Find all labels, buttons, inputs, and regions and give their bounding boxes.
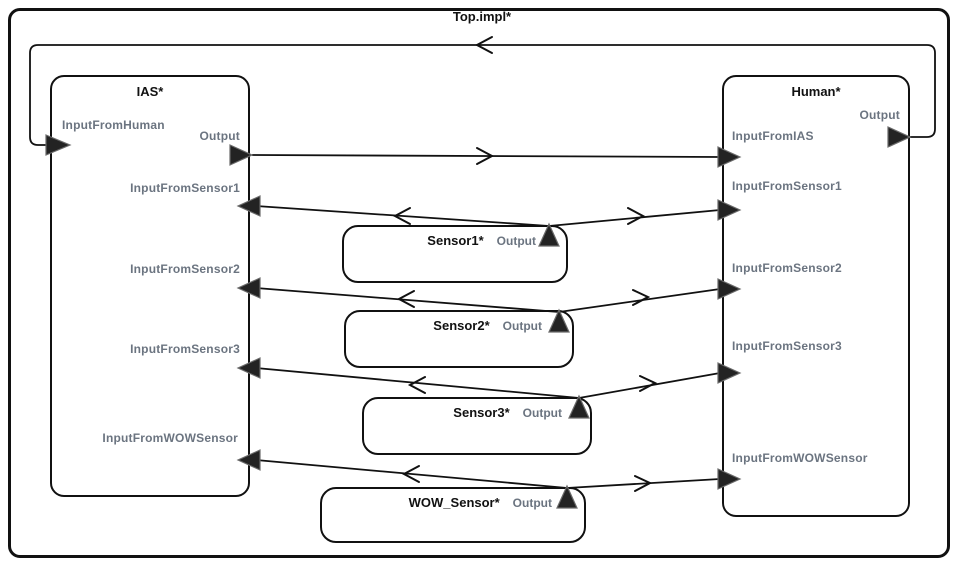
ias-input-from-sensor1-port-icon[interactable]: [236, 195, 261, 217]
sensor3-output-port-icon[interactable]: [568, 394, 590, 419]
arrow-left-icon: [474, 36, 493, 54]
ias-input-from-wow-sensor-port-icon[interactable]: [236, 449, 261, 471]
wow-sensor-title: WOW_Sensor*: [408, 495, 500, 510]
human-port-label-input-from-sensor1: InputFromSensor1: [732, 179, 842, 193]
arrow-right-icon: [632, 289, 651, 306]
wow-sensor-output-port-icon[interactable]: [556, 484, 578, 509]
connection-wow-sensor-to-human[interactable]: [566, 478, 721, 489]
human-port-label-input-from-sensor3: InputFromSensor3: [732, 339, 842, 353]
sensor1-output-port-icon[interactable]: [538, 222, 560, 247]
human-input-from-sensor2-port-icon[interactable]: [717, 278, 742, 300]
component-ias[interactable]: IAS* InputFromHuman Output InputFromSens…: [50, 75, 250, 497]
sensor1-port-label-output: Output: [496, 234, 536, 248]
ias-port-label-input-from-sensor3: InputFromSensor3: [130, 342, 240, 356]
ias-port-label-input-from-human: InputFromHuman: [62, 118, 165, 132]
connection-sensor3-to-ias[interactable]: [255, 367, 580, 399]
arrow-right-icon: [634, 475, 653, 492]
connection-wow-sensor-to-ias[interactable]: [255, 459, 568, 489]
connection-sensor1-to-ias[interactable]: [255, 205, 550, 227]
human-input-from-ias-port-icon[interactable]: [717, 146, 742, 168]
arrow-left-icon: [401, 465, 420, 483]
human-port-label-input-from-wow-sensor: InputFromWOWSensor: [732, 451, 868, 465]
component-wow-sensor[interactable]: WOW_Sensor* Output: [320, 487, 586, 543]
human-input-from-wow-sensor-port-icon[interactable]: [717, 468, 742, 490]
ias-port-label-input-from-sensor1: InputFromSensor1: [130, 181, 240, 195]
ias-input-from-sensor3-port-icon[interactable]: [236, 357, 261, 379]
ias-output-port-icon[interactable]: [229, 144, 254, 166]
sensor2-title: Sensor2*: [433, 318, 490, 333]
sensor2-port-label-output: Output: [502, 319, 542, 333]
ias-input-from-human-port-icon[interactable]: [45, 134, 72, 156]
component-sensor2[interactable]: Sensor2* Output: [344, 310, 574, 368]
human-input-from-sensor3-port-icon[interactable]: [717, 362, 742, 384]
connection-ias-output-to-human[interactable]: [251, 154, 721, 158]
ias-port-label-input-from-wow-sensor: InputFromWOWSensor: [102, 431, 238, 445]
sensor1-title: Sensor1*: [427, 233, 484, 248]
human-port-label-input-from-ias: InputFromIAS: [732, 129, 814, 143]
arrow-left-icon: [396, 290, 415, 308]
sensor2-output-port-icon[interactable]: [548, 308, 570, 333]
ias-port-label-output: Output: [199, 129, 240, 143]
sensor3-title: Sensor3*: [453, 405, 510, 420]
ias-port-label-input-from-sensor2: InputFromSensor2: [130, 262, 240, 276]
component-sensor3[interactable]: Sensor3* Output: [362, 397, 592, 455]
connection-sensor2-to-ias[interactable]: [255, 287, 560, 313]
human-title: Human*: [791, 84, 841, 99]
wow-sensor-port-label-output: Output: [512, 496, 552, 510]
connection-human-output-to-ias[interactable]: [29, 44, 936, 146]
arrow-left-icon: [407, 376, 426, 394]
connection-sensor1-to-human[interactable]: [548, 209, 721, 227]
human-port-label-output: Output: [859, 108, 900, 122]
human-input-from-sensor1-port-icon[interactable]: [717, 199, 742, 221]
human-output-port-icon[interactable]: [887, 126, 912, 148]
sensor3-port-label-output: Output: [522, 406, 562, 420]
component-sensor1[interactable]: Sensor1* Output: [342, 225, 568, 283]
ias-title: IAS*: [136, 84, 164, 99]
arrow-left-icon: [392, 207, 411, 225]
arrow-right-icon: [476, 147, 495, 165]
ias-input-from-sensor2-port-icon[interactable]: [236, 277, 261, 299]
top-impl-title: Top.impl*: [452, 9, 512, 24]
arrow-right-icon: [639, 375, 658, 392]
arrow-right-icon: [627, 207, 646, 225]
human-port-label-input-from-sensor2: InputFromSensor2: [732, 261, 842, 275]
